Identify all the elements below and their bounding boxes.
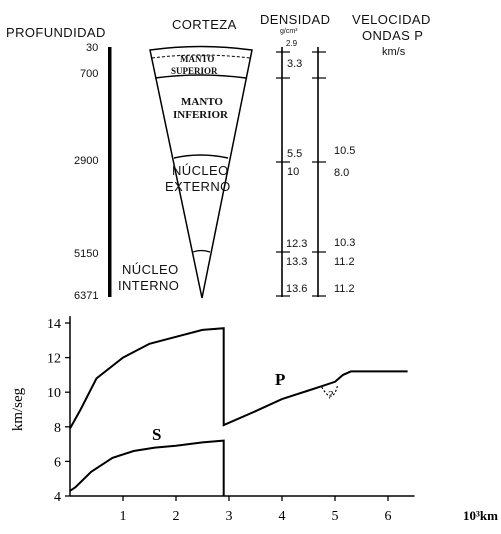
y-tick-label: 10 xyxy=(47,386,61,401)
upper-mantle-label-2: SUPERIOR xyxy=(171,66,218,76)
x-tick-label: 6 xyxy=(385,509,392,524)
density-value: 10 xyxy=(287,166,300,178)
velocity-value: 10.5 xyxy=(334,145,356,157)
depth-label-2900: 2900 xyxy=(74,155,99,167)
density-value: 3.3 xyxy=(287,58,303,70)
uncertainty-loop xyxy=(321,385,339,397)
series-label-s: S xyxy=(152,425,161,444)
x-tick-label: 1 xyxy=(120,509,127,524)
depth-axis-bar xyxy=(108,47,112,297)
outer-core-label-1: NÚCLEO xyxy=(172,163,229,178)
velocity-value: 11.2 xyxy=(334,256,355,268)
depth-title: PROFUNDIDAD xyxy=(6,25,106,40)
density-value: 12.3 xyxy=(286,238,308,250)
depth-label-30: 30 xyxy=(86,42,99,54)
density-value: 2.9 xyxy=(286,39,298,48)
density-value: 13.6 xyxy=(286,283,308,295)
density-units: g/cm³ xyxy=(280,28,298,35)
velocity-title: VELOCIDAD xyxy=(352,12,431,27)
velocity-value: 8.0 xyxy=(334,167,350,179)
velocity-units: km/s xyxy=(382,46,406,58)
y-tick-label: 6 xyxy=(54,455,61,470)
x-tick-label: 5 xyxy=(332,509,339,524)
x-axis-label: 10³km xyxy=(463,508,498,523)
inner-core-label-2: INTERNO xyxy=(118,278,180,293)
depth-label-700: 700 xyxy=(80,68,99,80)
density-title: DENSIDAD xyxy=(260,12,331,27)
x-tick-label: 4 xyxy=(279,509,286,524)
series-line-p xyxy=(69,327,408,429)
velocity-value: 11.2 xyxy=(334,283,355,295)
inner-core-boundary xyxy=(192,249,211,253)
core-mantle-boundary xyxy=(173,154,229,159)
lower-mantle-label-1: MANTO xyxy=(181,96,223,108)
outer-core-label-2: EXTERNO xyxy=(165,179,231,194)
y-tick-label: 14 xyxy=(47,317,61,332)
series-line-s xyxy=(69,439,225,496)
velocity-subtitle: ONDAS P xyxy=(362,28,424,43)
y-tick-label: 12 xyxy=(47,352,61,367)
upper-mantle-label-1: MANTO xyxy=(180,54,215,64)
velocity-value: 10.3 xyxy=(334,237,356,249)
lower-mantle-label-2: INFERIOR xyxy=(173,109,229,121)
x-tick-label: 2 xyxy=(173,509,180,524)
series-label-p: P xyxy=(275,370,285,389)
depth-label-5150: 5150 xyxy=(74,248,99,260)
earth-cone-outline xyxy=(149,45,253,299)
crust-title: CORTEZA xyxy=(172,17,237,32)
density-value: 13.3 xyxy=(286,256,308,268)
depth-label-6371: 6371 xyxy=(74,290,99,302)
upper-mantle-boundary xyxy=(154,74,247,79)
x-tick-label: 3 xyxy=(226,509,233,524)
y-tick-label: 4 xyxy=(54,490,61,505)
density-value: 5.5 xyxy=(287,148,303,160)
y-axis-label: km/seg xyxy=(10,387,26,431)
y-tick-label: 8 xyxy=(54,421,61,436)
uncertainty-annotation: ? xyxy=(327,387,333,401)
inner-core-label-1: NÚCLEO xyxy=(122,262,179,277)
